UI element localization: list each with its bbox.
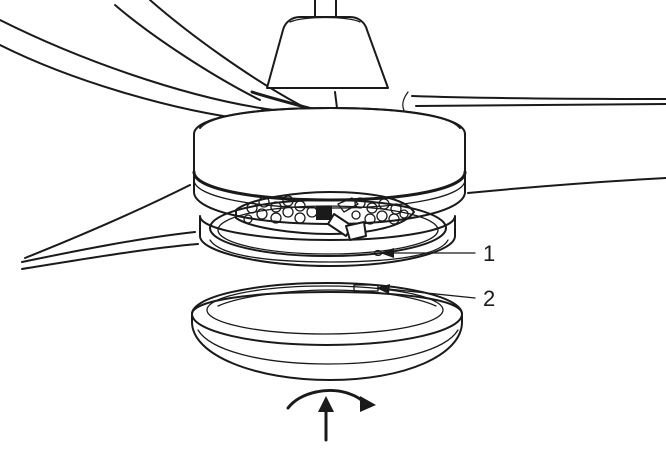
downrod: [314, 0, 337, 19]
callout-2: 2: [376, 284, 495, 311]
center-connector: [316, 197, 367, 241]
callout-2-label: 2: [483, 286, 495, 311]
push-up-arrow-icon: [318, 396, 334, 442]
light-cover: [191, 282, 463, 381]
led-board: [235, 191, 415, 241]
motor-housing-top: [266, 16, 389, 89]
led-cluster-left: [243, 195, 318, 224]
motor-body: [192, 107, 467, 225]
fan-blade-right: [411, 95, 666, 194]
callout-1-label: 1: [483, 241, 495, 266]
fan-blade-lower-left: [21, 184, 199, 270]
rotation-arrow-icon: [286, 389, 376, 412]
callout-1: 1: [380, 241, 495, 266]
led-cluster-right: [351, 197, 409, 225]
